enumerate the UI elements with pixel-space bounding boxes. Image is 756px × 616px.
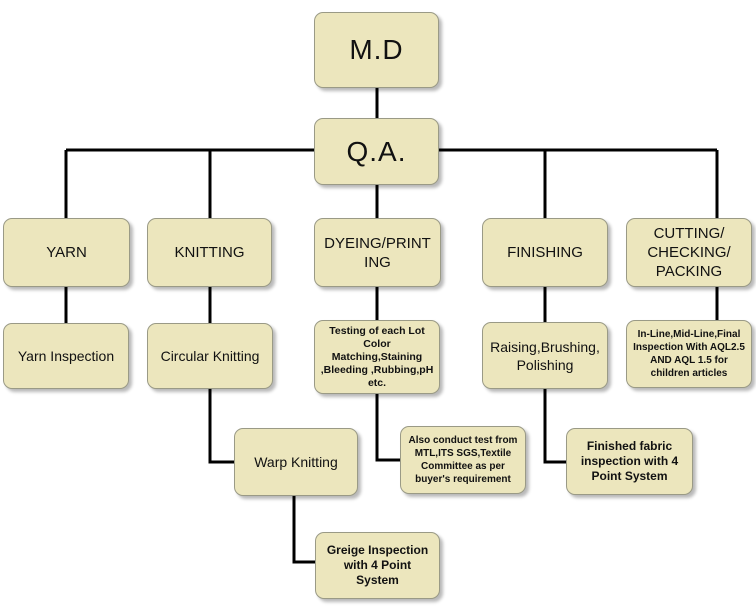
md-label: M.D — [349, 34, 404, 65]
yarn-inspection-label: Yarn Inspection — [17, 348, 115, 364]
connector-testing-conduct — [375, 394, 400, 462]
dyeing-testing-label: Testing of each Lot Color Matching,Stain… — [320, 324, 434, 389]
qa-box: Q.A. — [314, 118, 439, 185]
finishing-box: FINISHING — [482, 218, 608, 287]
cutting-checking-packing-label: CUTTING/ CHECKING/ PACKING — [647, 225, 731, 280]
md-box: M.D — [314, 12, 439, 88]
dyeing-printing-box: DYEING/PRINT ING — [314, 218, 441, 287]
knitting-label: KNITTING — [174, 244, 245, 261]
circular-knitting-box: Circular Knitting — [147, 323, 273, 389]
cutting-checking-packing-box: CUTTING/ CHECKING/ PACKING — [626, 218, 752, 287]
greige-inspection-box: Greige Inspection with 4 Point System — [315, 532, 440, 599]
finished-fabric-inspection-label: Finished fabric inspection with 4 Point … — [580, 439, 679, 483]
qa-label: Q.A. — [346, 135, 407, 167]
finished-fabric-inspection-box: Finished fabric inspection with 4 Point … — [566, 428, 693, 495]
connector-warp-greige — [292, 496, 315, 564]
dyeing-printing-label: DYEING/PRINT ING — [324, 234, 431, 271]
dyeing-testing-box: Testing of each Lot Color Matching,Stain… — [314, 320, 440, 394]
raising-brushing-polishing-box: Raising,Brushing, Polishing — [482, 322, 608, 389]
warp-knitting-label: Warp Knitting — [254, 454, 338, 470]
raising-brushing-polishing-label: Raising,Brushing, Polishing — [490, 338, 600, 373]
yarn-label: YARN — [46, 244, 87, 261]
yarn-box: YARN — [3, 218, 130, 287]
finishing-label: FINISHING — [507, 244, 583, 261]
aql-inspection-label: In-Line,Mid-Line,Final Inspection With A… — [633, 329, 745, 379]
knitting-box: KNITTING — [147, 218, 272, 287]
warp-knitting-box: Warp Knitting — [234, 428, 358, 496]
greige-inspection-label: Greige Inspection with 4 Point System — [326, 543, 429, 587]
external-testing-label: Also conduct test from MTL,ITS SGS,Texti… — [408, 435, 518, 485]
yarn-inspection-box: Yarn Inspection — [3, 323, 129, 389]
connector-circular-warp — [208, 389, 234, 464]
external-testing-box: Also conduct test from MTL,ITS SGS,Texti… — [400, 426, 526, 494]
circular-knitting-label: Circular Knitting — [160, 348, 260, 364]
connector-raising-inspection — [543, 389, 566, 464]
aql-inspection-box: In-Line,Mid-Line,Final Inspection With A… — [626, 320, 752, 388]
